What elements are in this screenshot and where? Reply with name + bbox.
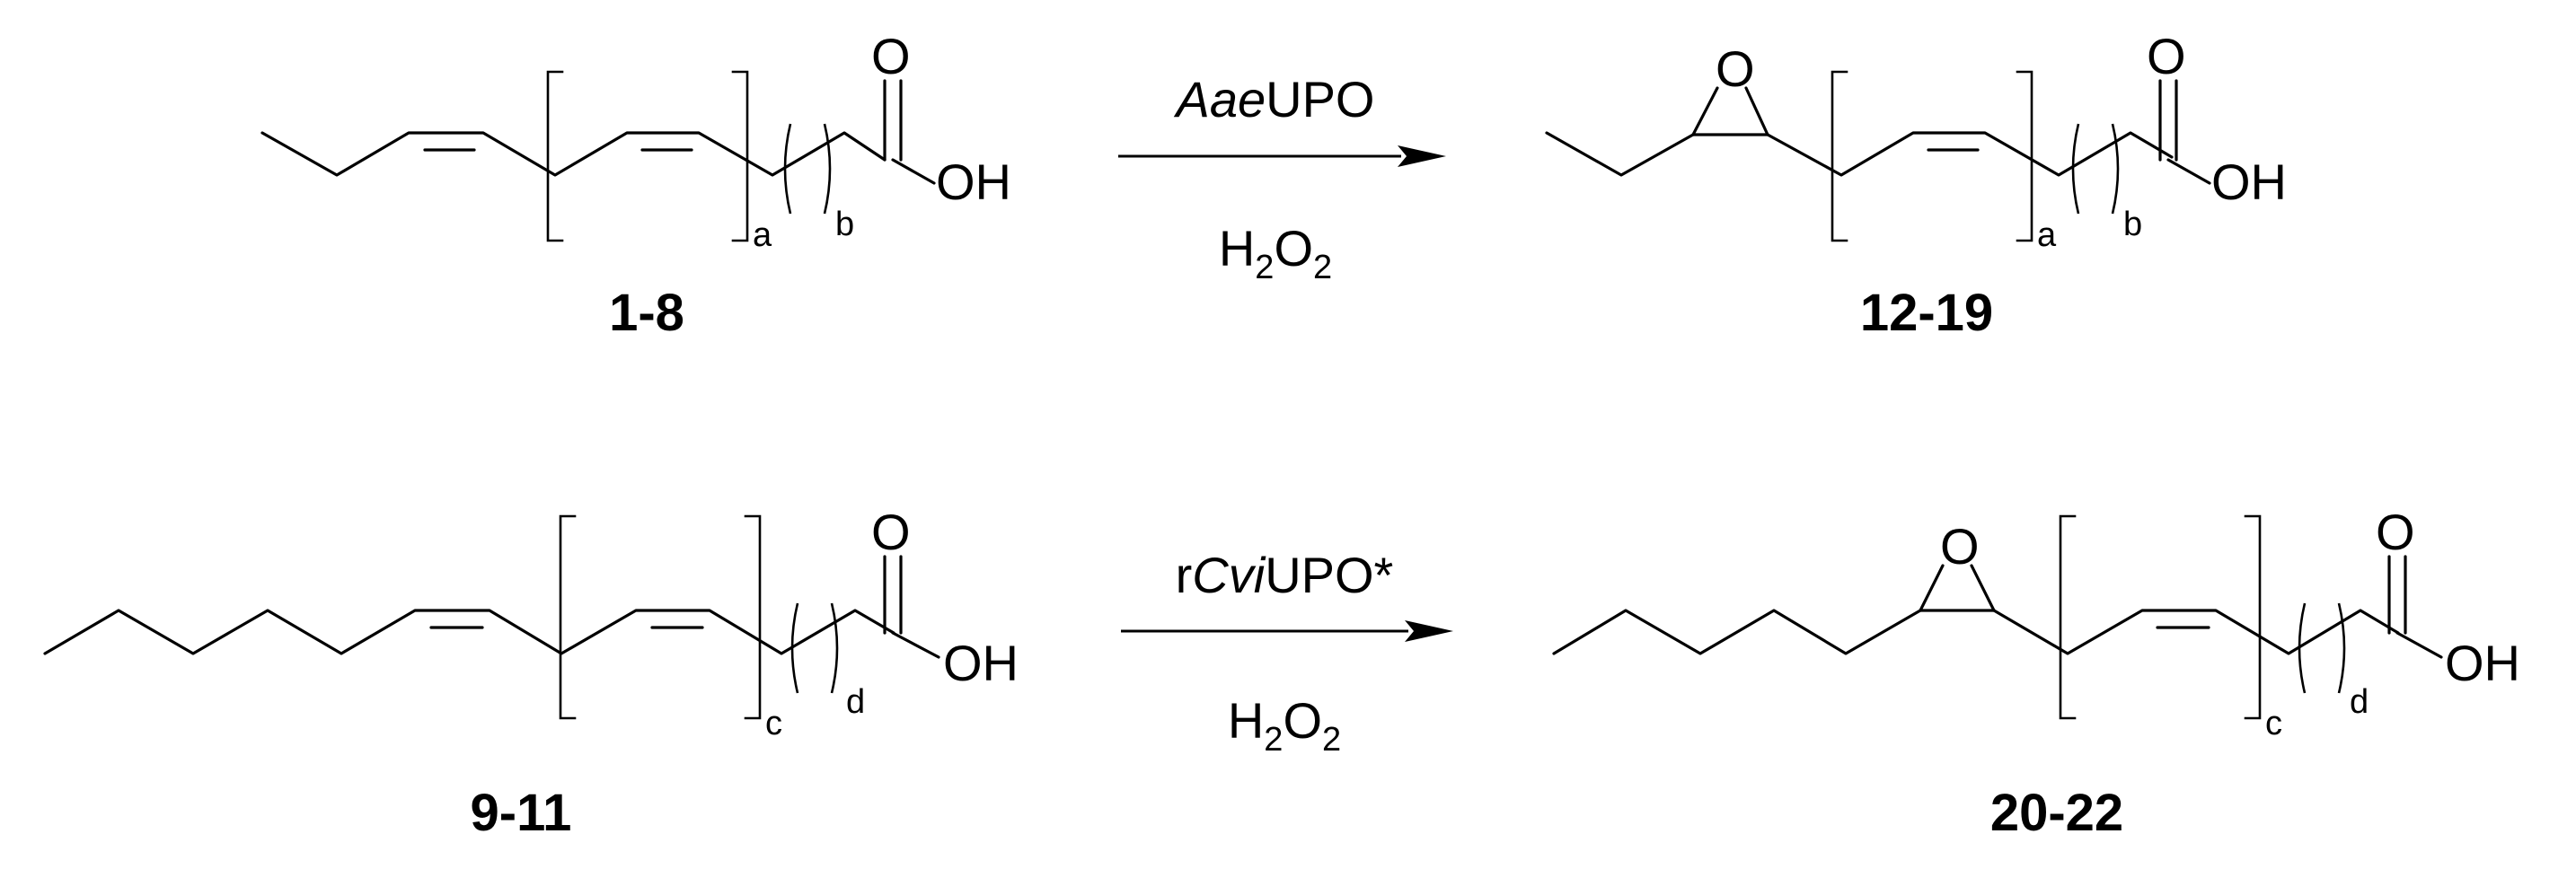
epoxide-oxygen: O: [1940, 518, 1980, 575]
reagent-rcviupo-prefix: r: [1176, 547, 1193, 603]
reagent-rcviupo-italic: Cvi: [1192, 547, 1266, 603]
product-20-22-structure: O c d O OH: [1552, 504, 2520, 742]
hydroxyl-group: OH: [943, 635, 1019, 691]
reaction-arrow-1: [1118, 145, 1446, 167]
reagent-h2o2-1: H2O2: [1219, 220, 1332, 286]
product-12-19-structure: O a b O OH: [1545, 28, 2287, 254]
compound-label-20-22: 20-22: [1990, 784, 2123, 842]
reactant-1-8-structure: a b O OH: [260, 28, 1011, 254]
reagent-aaeupo-plain: UPO: [1266, 71, 1374, 127]
repeat-index-c: c: [765, 705, 782, 742]
carbonyl-oxygen: O: [871, 504, 911, 560]
reaction-2: c d O OH 9-11 rCviUPO* H2O2 O: [43, 504, 2520, 842]
hydroxyl-group: OH: [2211, 154, 2287, 210]
reagent-aaeupo: AaeUPO: [1174, 71, 1375, 127]
carbonyl-oxygen: O: [871, 28, 911, 84]
chain-index-b: b: [835, 206, 854, 243]
reaction-arrow-2: [1121, 620, 1453, 642]
carbonyl-oxygen: O: [2376, 504, 2415, 560]
chain-index-d: d: [846, 683, 865, 721]
reagent-aaeupo-italic: Aae: [1174, 71, 1266, 127]
reagent-h2o2-2: H2O2: [1228, 692, 1341, 759]
reagent-rcviupo: rCviUPO*: [1176, 547, 1394, 603]
repeat-index-a: a: [2037, 216, 2057, 254]
hydroxyl-group: OH: [2445, 635, 2520, 691]
reactant-9-11-structure: c d O OH: [43, 504, 1019, 742]
compound-label-1-8: 1-8: [609, 284, 684, 342]
reagent-rcviupo-plain: UPO*: [1265, 547, 1393, 603]
reaction-1: a b O OH 1-8 AaeUPO H2O2 O: [260, 28, 2287, 342]
chain-index-d: d: [2350, 683, 2369, 721]
hydroxyl-group: OH: [936, 154, 1011, 210]
repeat-index-c: c: [2265, 705, 2282, 742]
chain-index-b: b: [2123, 206, 2142, 243]
carbonyl-oxygen: O: [2147, 28, 2186, 84]
compound-label-9-11: 9-11: [471, 784, 572, 842]
epoxide-oxygen: O: [1716, 40, 1755, 97]
repeat-index-a: a: [753, 216, 772, 254]
compound-label-12-19: 12-19: [1860, 284, 1993, 342]
